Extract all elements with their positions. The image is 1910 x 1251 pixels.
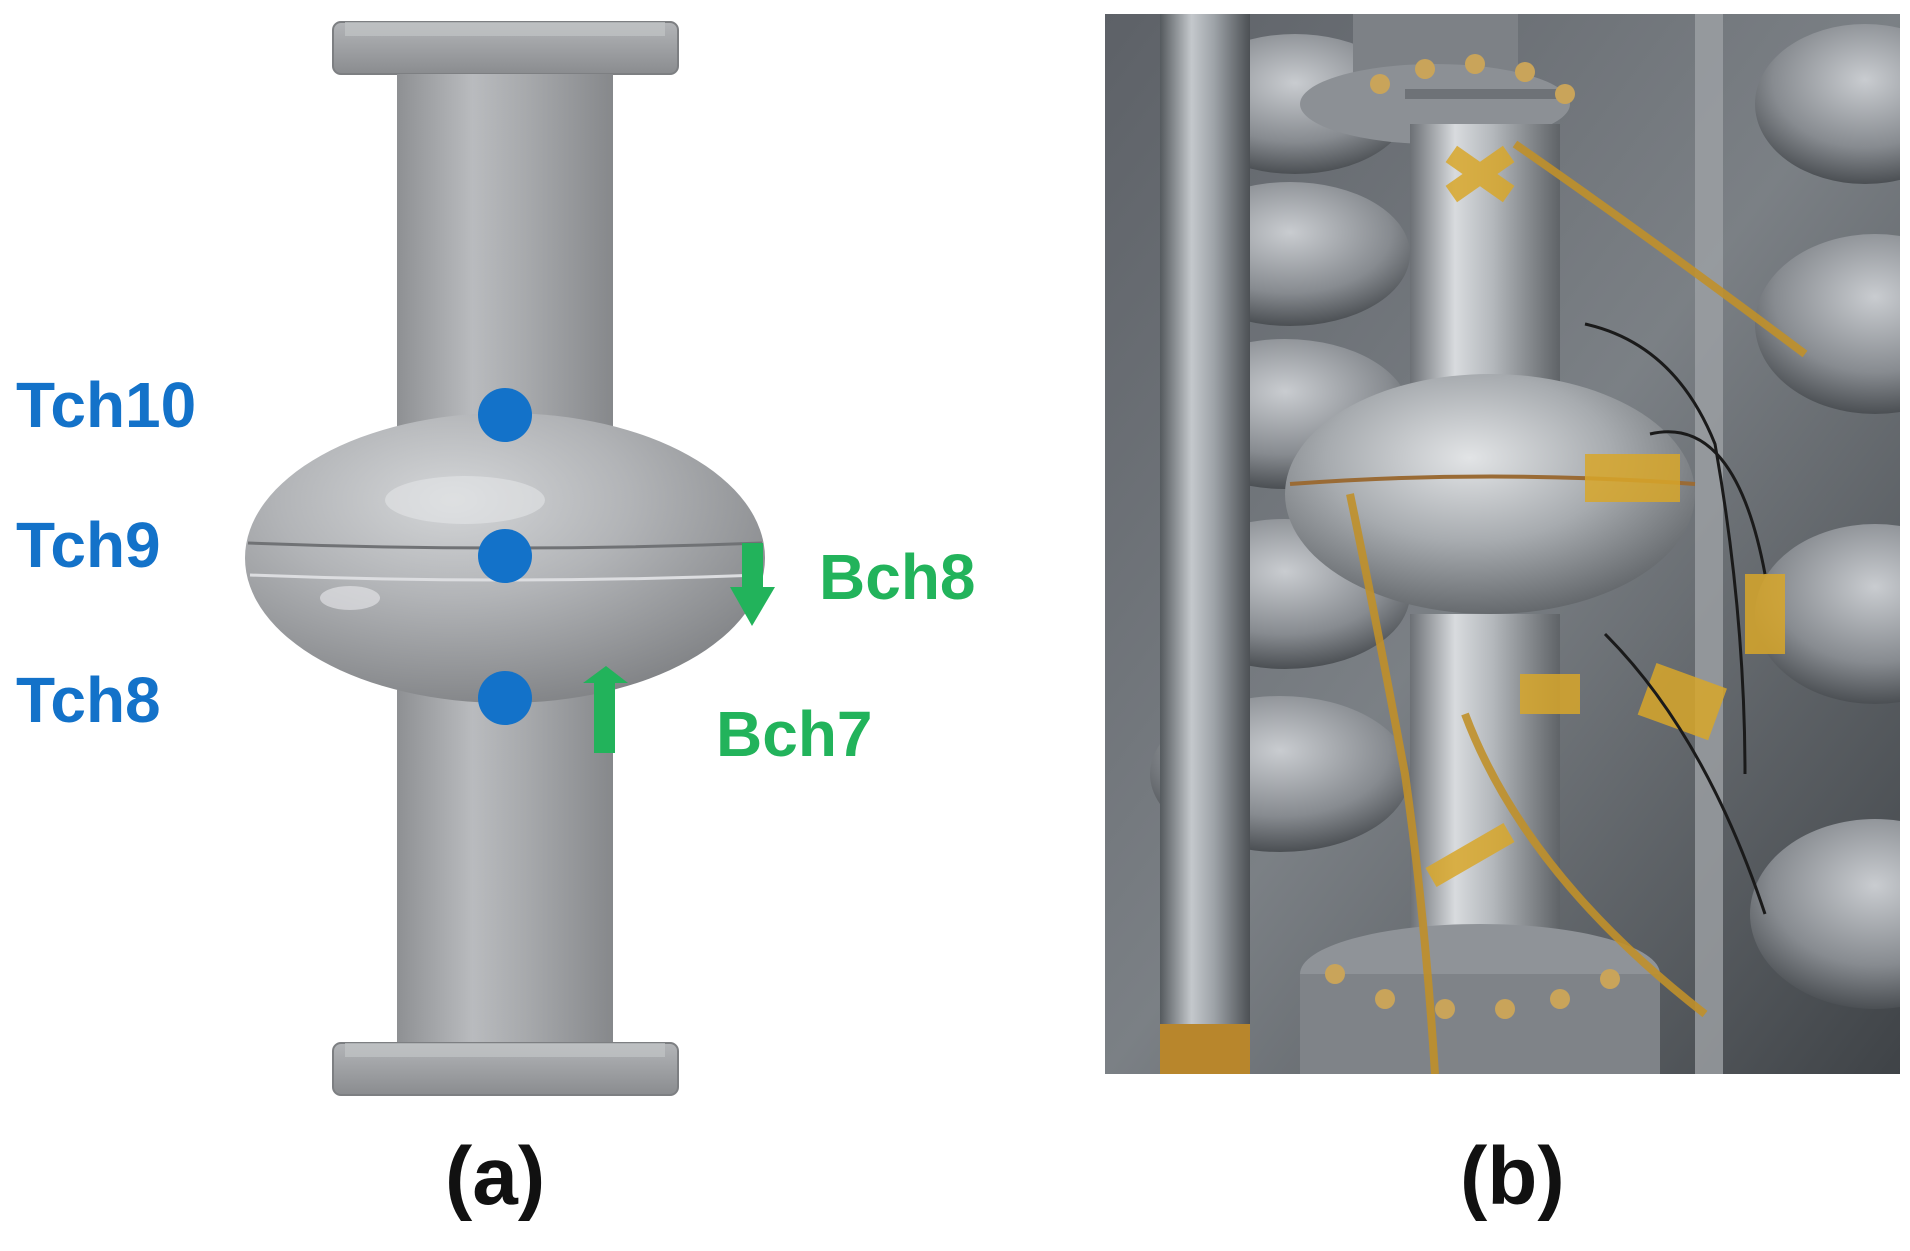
bch7-label: Bch7 (716, 698, 873, 770)
lower-beam-pipe (397, 690, 613, 1050)
caption-a: (a) (445, 1131, 546, 1222)
panel-a-cad-drawing: Tch10 Tch9 Tch8 Bch8 Bch7 (a) (16, 21, 976, 1222)
cavity-cad-svg (245, 21, 775, 1096)
support-rod (1160, 14, 1250, 1074)
top-flange (332, 21, 679, 75)
bch8-arrow-down-icon (730, 543, 775, 626)
tch8-label: Tch8 (16, 664, 161, 736)
background-cavities-right (1695, 14, 1900, 1074)
tch9-label: Tch9 (16, 509, 161, 581)
tch10-label: Tch10 (16, 369, 197, 441)
tch8-sensor-dot (478, 671, 532, 725)
cavity-photo-svg (1105, 14, 1900, 1074)
bottom-flange (332, 1042, 679, 1096)
tch10-sensor-dot (478, 388, 532, 442)
caption-b: (b) (1460, 1131, 1565, 1222)
panel-b-photo (1105, 14, 1900, 1074)
upper-beam-pipe (397, 74, 613, 434)
bch8-label: Bch8 (819, 541, 976, 613)
bch7-arrow-up-icon (583, 666, 628, 753)
tch9-sensor-dot (478, 529, 532, 583)
main-cavity (1285, 14, 1808, 1074)
